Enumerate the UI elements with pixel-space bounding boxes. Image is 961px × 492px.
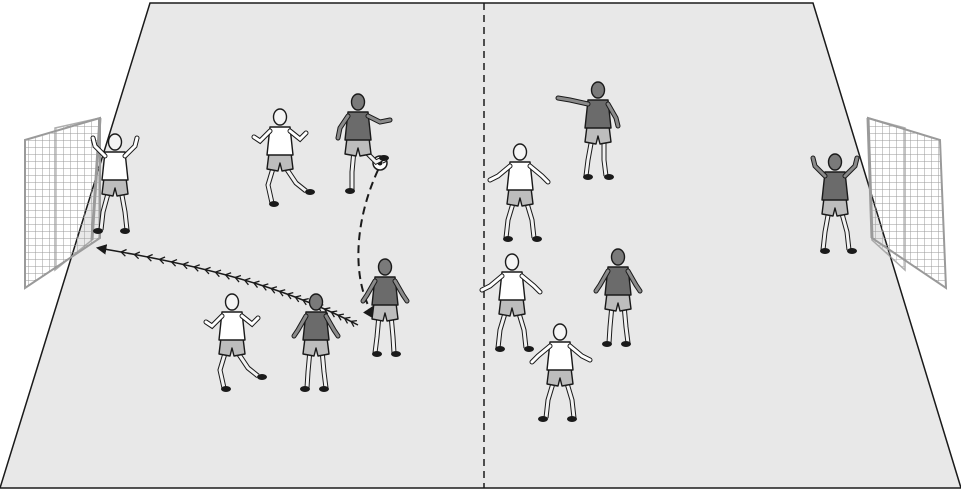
pitch <box>0 3 961 488</box>
